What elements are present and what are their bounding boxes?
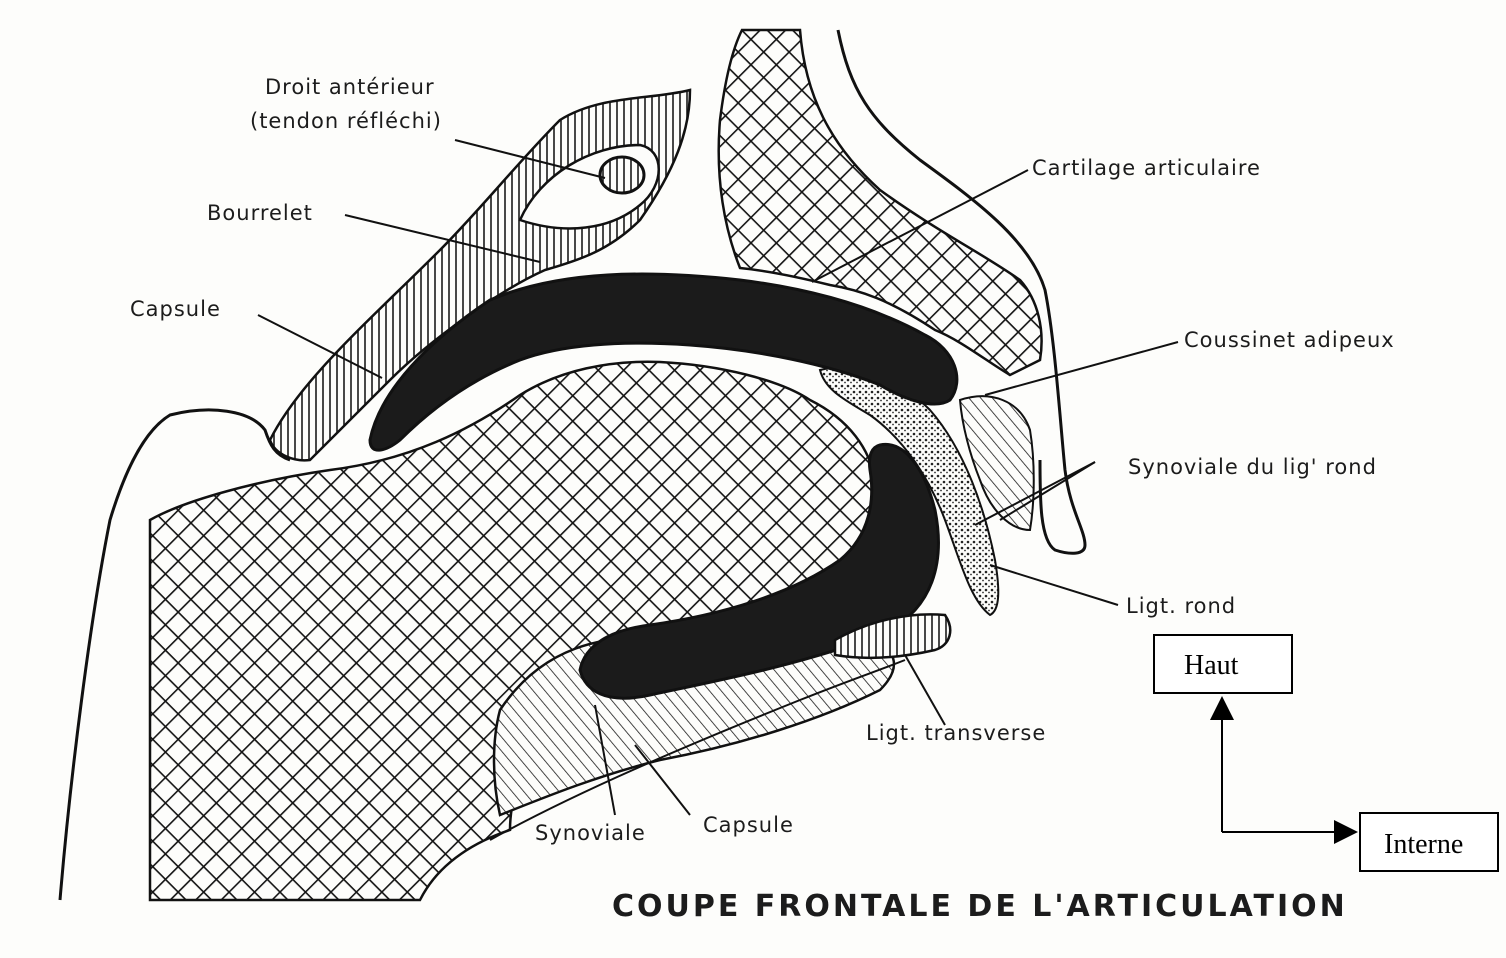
label-bourrelet: Bourrelet	[207, 201, 313, 225]
label-ligt-transverse: Ligt. transverse	[866, 721, 1046, 745]
label-ligt-rond: Ligt. rond	[1126, 594, 1236, 618]
label-capsule-top: Capsule	[130, 297, 221, 321]
diagram-title: COUPE FRONTALE DE L'ARTICULATION	[612, 889, 1348, 924]
label-tendon-reflechi: (tendon réfléchi)	[250, 109, 442, 133]
orientation-internal-label: Interne	[1384, 829, 1463, 860]
label-capsule-bottom: Capsule	[703, 813, 794, 837]
label-droit-anterieur: Droit antérieur	[265, 75, 435, 99]
label-synoviale-lig: Synoviale du lig' rond	[1128, 455, 1377, 479]
orientation-up-label: Haut	[1184, 650, 1239, 681]
label-synoviale: Synoviale	[535, 821, 646, 845]
label-cartilage: Cartilage articulaire	[1032, 156, 1261, 180]
label-coussinet: Coussinet adipeux	[1184, 328, 1395, 352]
orientation-indicator: Haut Interne	[1154, 635, 1498, 871]
rectus-femoris-tendon	[600, 157, 644, 193]
